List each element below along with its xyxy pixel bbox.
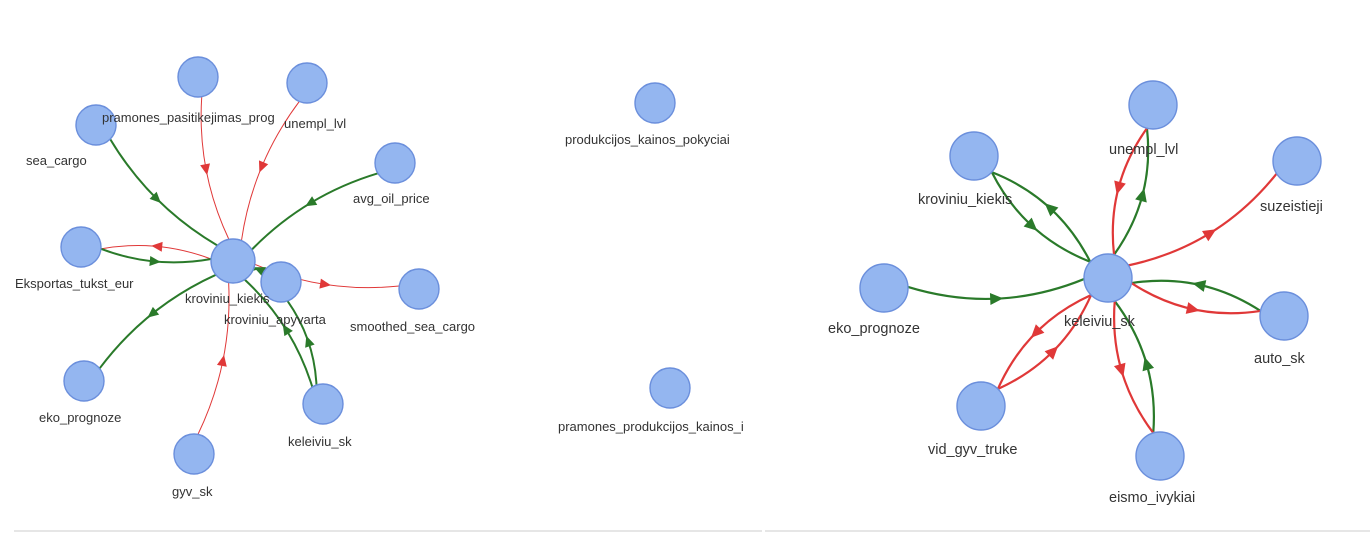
node-0-keleiviu_sk[interactable] bbox=[302, 383, 344, 425]
arrowhead-2-1 bbox=[1114, 180, 1126, 195]
arrowhead-2-2 bbox=[1023, 217, 1038, 231]
node-label-2-kroviniu_kiekis: kroviniu_kiekis bbox=[918, 192, 1012, 208]
node-2-keleiviu_sk[interactable] bbox=[1083, 253, 1133, 303]
arrowhead-0-10 bbox=[305, 335, 315, 348]
labels-layer: kroviniu_kiekis pramones_pasitikejimas_pr… bbox=[15, 110, 1323, 506]
node-label-0-kroviniu_apyvarta: kroviniu_apyvarta bbox=[224, 312, 327, 327]
node-label-2-eismo_ivykiai: eismo_ivykiai bbox=[1109, 490, 1195, 506]
arrowhead-2-11 bbox=[1113, 362, 1126, 377]
node-label-1-pramones_produkcijos_kainos: pramones_produkcijos_kainos_i bbox=[558, 419, 744, 434]
arrowhead-2-8 bbox=[1044, 346, 1059, 360]
node-0-eko_prognoze[interactable] bbox=[63, 360, 105, 402]
node-1-produkcijos_kainos_pokyciai[interactable] bbox=[634, 82, 676, 124]
nodes-layer bbox=[60, 56, 1322, 481]
edge-0-avg_oil_price-to-kroviniu_kiekis bbox=[251, 172, 379, 251]
arrowhead-0-5 bbox=[149, 256, 161, 266]
node-2-suzeistieji[interactable] bbox=[1272, 136, 1322, 186]
arrowhead-0-4 bbox=[151, 241, 163, 252]
node-2-unempl_lvl[interactable] bbox=[1128, 80, 1178, 130]
node-0-kroviniu_kiekis[interactable] bbox=[210, 238, 256, 284]
arrowhead-2-6 bbox=[1192, 280, 1207, 292]
node-label-1-produkcijos_kainos_pokyciai: produkcijos_kainos_pokyciai bbox=[565, 132, 730, 147]
arrowhead-2-3 bbox=[1044, 203, 1059, 217]
node-label-0-pramones_pasitikejimas_prog: pramones_pasitikejimas_prog bbox=[102, 110, 275, 125]
arrowhead-0-2 bbox=[149, 191, 161, 204]
edge-2-keleiviu_sk-to-vid_gyv_truke bbox=[996, 294, 1092, 390]
node-0-gyv_sk[interactable] bbox=[173, 433, 215, 475]
node-2-auto_sk[interactable] bbox=[1259, 291, 1309, 341]
node-label-0-unempl_lvl: unempl_lvl bbox=[284, 116, 346, 131]
arrowhead-0-1 bbox=[258, 160, 269, 173]
edge-0-sea_cargo-to-kroviniu_kiekis bbox=[109, 138, 218, 247]
node-2-eko_prognoze[interactable] bbox=[859, 263, 909, 313]
node-1-pramones_produkcijos_kainos[interactable] bbox=[649, 367, 691, 409]
edge-2-vid_gyv_truke-to-keleiviu_sk bbox=[997, 294, 1093, 390]
arrowhead-2-5 bbox=[989, 292, 1004, 305]
arrowhead-0-9 bbox=[282, 324, 293, 337]
node-2-kroviniu_kiekis[interactable] bbox=[949, 131, 999, 181]
edge-2-keleiviu_sk-to-kroviniu_kiekis bbox=[991, 171, 1092, 263]
node-0-Eksportas_tukst_eur[interactable] bbox=[60, 226, 102, 268]
node-label-2-unempl_lvl: unempl_lvl bbox=[1109, 142, 1178, 158]
node-label-0-eko_prognoze: eko_prognoze bbox=[39, 410, 121, 425]
arrowhead-2-10 bbox=[1142, 357, 1155, 372]
arrowhead-0-8 bbox=[147, 306, 160, 318]
node-0-avg_oil_price[interactable] bbox=[374, 142, 416, 184]
node-label-0-keleiviu_sk: keleiviu_sk bbox=[288, 434, 352, 449]
node-0-kroviniu_apyvarta[interactable] bbox=[260, 261, 302, 303]
node-label-2-suzeistieji: suzeistieji bbox=[1260, 199, 1323, 215]
arrowhead-0-3 bbox=[305, 196, 318, 207]
node-label-0-gyv_sk: gyv_sk bbox=[172, 484, 213, 499]
node-0-smoothed_sea_cargo[interactable] bbox=[398, 268, 440, 310]
node-label-0-Eksportas_tukst_eur: Eksportas_tukst_eur bbox=[15, 276, 134, 291]
arrowhead-2-0 bbox=[1135, 188, 1147, 203]
node-2-eismo_ivykiai[interactable] bbox=[1135, 431, 1185, 481]
node-0-unempl_lvl[interactable] bbox=[286, 62, 328, 104]
node-label-0-smoothed_sea_cargo: smoothed_sea_cargo bbox=[350, 319, 475, 334]
arrowhead-0-6 bbox=[319, 278, 332, 289]
arrowhead-0-11 bbox=[216, 355, 227, 367]
arrowhead-2-7 bbox=[1185, 302, 1200, 314]
edge-2-kroviniu_kiekis-to-keleiviu_sk bbox=[990, 171, 1091, 263]
node-2-vid_gyv_truke[interactable] bbox=[956, 381, 1006, 431]
arrowhead-0-0 bbox=[200, 163, 210, 176]
node-label-2-vid_gyv_truke: vid_gyv_truke bbox=[928, 442, 1017, 458]
node-label-2-eko_prognoze: eko_prognoze bbox=[828, 321, 920, 337]
arrowhead-2-9 bbox=[1030, 324, 1045, 338]
edge-2-keleiviu_sk-to-suzeistieji bbox=[1128, 172, 1278, 267]
arrowhead-2-4 bbox=[1202, 229, 1217, 242]
node-label-2-keleiviu_sk: keleiviu_sk bbox=[1064, 314, 1136, 330]
edges-layer bbox=[98, 96, 1278, 435]
node-label-0-kroviniu_kiekis: kroviniu_kiekis bbox=[185, 291, 270, 306]
node-label-2-auto_sk: auto_sk bbox=[1254, 351, 1306, 367]
node-label-0-avg_oil_price: avg_oil_price bbox=[353, 191, 430, 206]
node-0-sea_cargo[interactable] bbox=[75, 104, 117, 146]
node-label-0-sea_cargo: sea_cargo bbox=[26, 153, 87, 168]
node-0-pramones_pasitikejimas_prog[interactable] bbox=[177, 56, 219, 98]
